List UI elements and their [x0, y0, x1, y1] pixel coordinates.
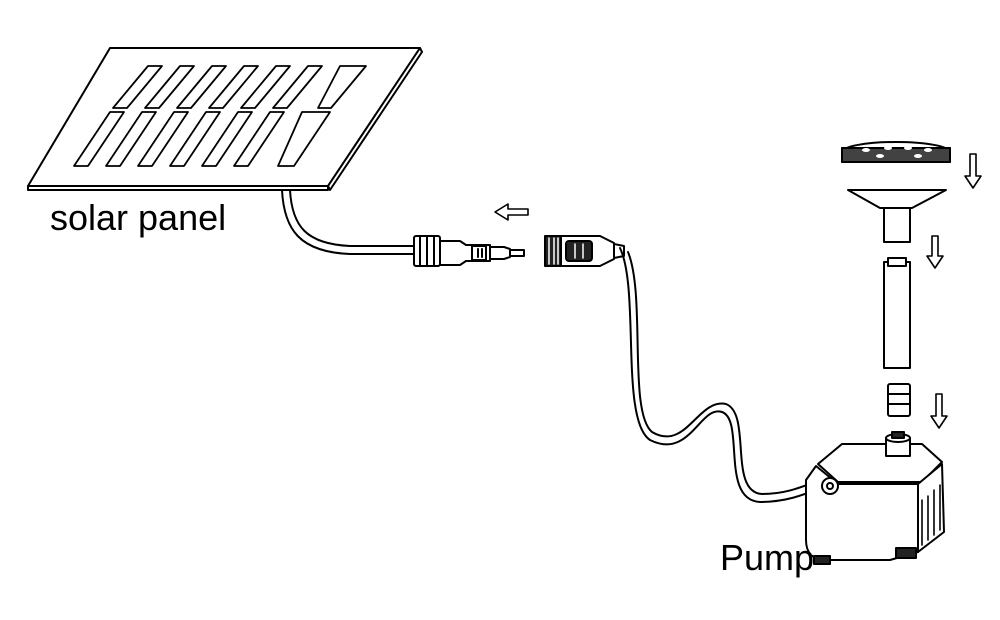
panel-cable [281, 189, 419, 255]
solar-panel-icon [27, 47, 423, 191]
water-pump-icon [805, 431, 945, 565]
arrow-icon [926, 153, 982, 429]
plug-connector-icon [413, 235, 525, 267]
solar-cells-lower [73, 111, 331, 167]
solar-cells-upper [112, 65, 367, 109]
socket-connector-icon [544, 235, 625, 267]
solar-panel-label: solar panel [50, 197, 227, 238]
arrow-icon [494, 203, 529, 221]
fountain-nozzle-icon [841, 141, 951, 417]
pump-cable [619, 247, 827, 503]
pump-label: Pump [720, 537, 815, 578]
